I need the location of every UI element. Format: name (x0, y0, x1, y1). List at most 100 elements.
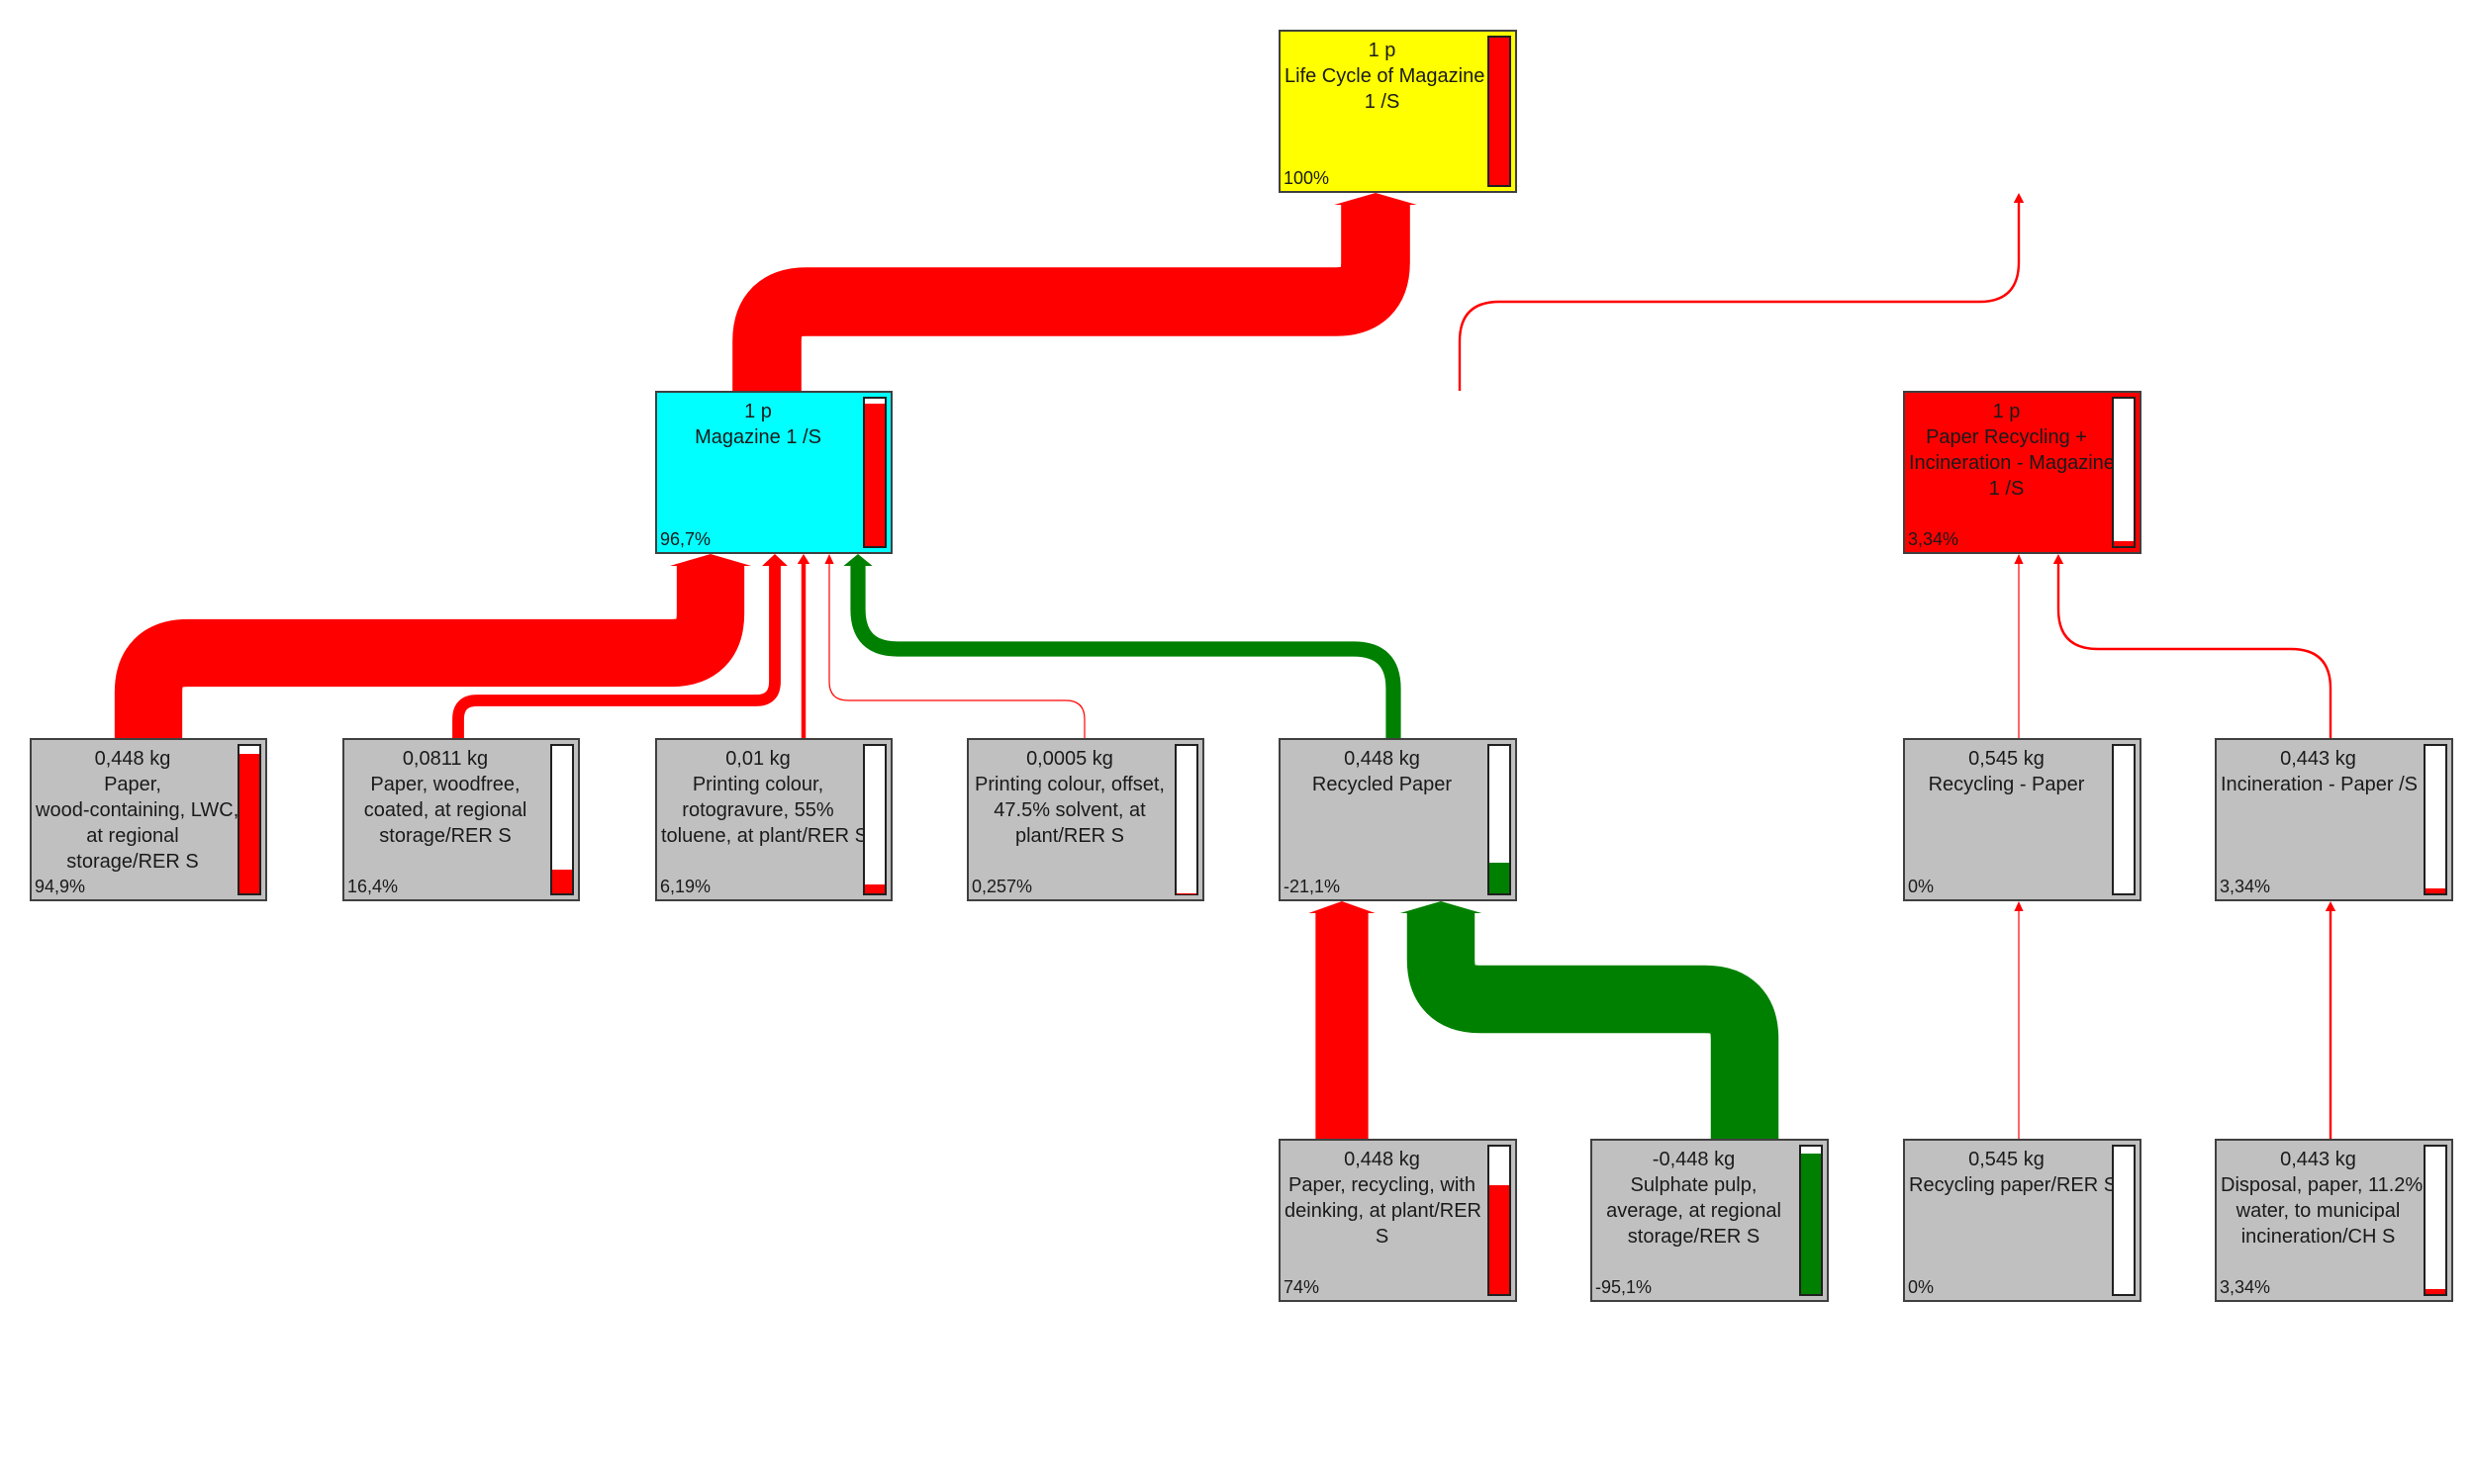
node-label: 1 p Paper Recycling + Incineration - Mag… (1909, 399, 2115, 502)
node-label-line: deinking, at plant/RER (1285, 1200, 1482, 1222)
flow-recycled-paper-to-magazine (843, 554, 1401, 738)
node-percentage: -21,1% (1284, 877, 1341, 896)
flow-arrowhead (2014, 554, 2024, 564)
flow-line (1406, 913, 1779, 1139)
node-recycling-paper[interactable]: 0,545 kg Recycling - Paper 0% (1903, 738, 2141, 901)
node-percentage: 0,257% (972, 877, 1033, 896)
flow-disposal-paper-to-incineration-paper (2325, 901, 2336, 1139)
flow-incineration-paper-to-paper-recycling-incineration (2052, 554, 2332, 738)
impact-indicator-fill (1489, 38, 1509, 185)
node-printing-colour-offset[interactable]: 0,0005 kg Printing colour, offset, 47.5%… (967, 738, 1204, 901)
impact-indicator-bar (2424, 744, 2447, 895)
impact-indicator-fill (552, 869, 572, 893)
flow-paper-recycling-incineration-to-life-cycle (1458, 193, 2025, 391)
node-label: 0,448 kg Paper, wood-containing, LWC, at… (36, 746, 238, 875)
node-label-line: Recycling paper/RER S (1909, 1174, 2118, 1196)
node-paper-lwc[interactable]: 0,448 kg Paper, wood-containing, LWC, at… (30, 738, 267, 901)
node-paper-recycling-incineration[interactable]: 1 p Paper Recycling + Incineration - Mag… (1903, 391, 2141, 554)
node-label: 0,443 kg Incineration - Paper /S (2221, 746, 2418, 797)
node-label-line: at regional (86, 825, 179, 847)
node-label-line: S (1375, 1226, 1389, 1248)
flow-arrowhead (762, 554, 788, 566)
node-label: 1 p Magazine 1 /S (661, 399, 855, 450)
node-label-line: 1 /S (1988, 478, 2025, 500)
node-label-line: 0,448 kg (1344, 1149, 1420, 1170)
node-paper-woodfree[interactable]: 0,0811 kg Paper, woodfree, coated, at re… (342, 738, 580, 901)
flow-arrowhead (1334, 193, 1417, 205)
node-label-line: plant/RER S (1014, 825, 1125, 847)
node-label: 0,448 kg Recycled Paper (1285, 746, 1479, 797)
flow-magazine-to-life-cycle (732, 193, 1417, 391)
node-label-line: incineration/CH S (2240, 1226, 2396, 1248)
flow-sulphate-pulp-to-recycled-paper (1399, 901, 1779, 1139)
impact-indicator-bar (1175, 744, 1198, 895)
node-label-line: Incineration - Magazine (1909, 452, 2115, 474)
node-sulphate-pulp[interactable]: -0,448 kg Sulphate pulp, average, at reg… (1590, 1139, 1829, 1302)
node-label-line: rotogravure, 55% (682, 799, 834, 821)
node-label: 0,545 kg Recycling paper/RER S (1909, 1147, 2118, 1198)
impact-indicator-bar (1487, 36, 1511, 187)
node-label-line: 0,545 kg (1968, 1149, 2045, 1170)
node-paper-recycling-deinking[interactable]: 0,448 kg Paper, recycling, with deinking… (1279, 1139, 1517, 1302)
impact-indicator-bar (863, 744, 887, 895)
flow-arrowhead (2014, 901, 2024, 911)
flow-arrowhead (1399, 901, 1482, 913)
impact-indicator-bar (2424, 1145, 2447, 1296)
node-label-line: average, at regional (1606, 1200, 1781, 1222)
node-label: 0,545 kg Recycling - Paper (1909, 746, 2104, 797)
node-label-line: Magazine 1 /S (695, 426, 821, 448)
impact-indicator-bar (1799, 1145, 1823, 1296)
node-life-cycle[interactable]: 1 p Life Cycle of Magazine 1 /S 100% (1279, 30, 1517, 193)
flow-line (114, 566, 745, 738)
node-label: 1 p Life Cycle of Magazine 1 /S (1285, 38, 1485, 115)
node-label-line: Printing colour, offset, (975, 774, 1165, 795)
flow-arrowhead (824, 554, 834, 564)
flow-line (452, 566, 781, 738)
node-label-line: Sulphate pulp, (1630, 1174, 1758, 1196)
impact-indicator-fill (239, 753, 259, 893)
node-label-line: storage/RER S (66, 851, 199, 873)
node-label-line: 1 /S (1364, 91, 1400, 113)
node-percentage: 96,7% (660, 529, 712, 549)
node-label-line: 1 p (744, 401, 772, 422)
flow-arrowhead (2052, 554, 2064, 564)
flow-line (732, 205, 1410, 391)
node-magazine[interactable]: 1 p Magazine 1 /S 96,7% (655, 391, 893, 554)
node-percentage: 16,4% (347, 877, 399, 896)
impact-indicator-fill (865, 883, 885, 893)
impact-indicator-bar (2112, 744, 2136, 895)
node-label-line: Incineration - Paper /S (2221, 774, 2418, 795)
node-incineration-paper[interactable]: 0,443 kg Incineration - Paper /S 3,34% (2215, 738, 2453, 901)
node-label: 0,0811 kg Paper, woodfree, coated, at re… (348, 746, 542, 849)
node-printing-colour-roto[interactable]: 0,01 kg Printing colour, rotogravure, 55… (655, 738, 893, 901)
node-label-line: 0,0811 kg (402, 748, 489, 770)
node-label-line: Paper Recycling + (1926, 426, 2087, 448)
node-label-line: Printing colour, (692, 774, 824, 795)
node-label-line: Life Cycle of Magazine (1285, 65, 1485, 87)
node-recycled-paper[interactable]: 0,448 kg Recycled Paper -21,1% (1279, 738, 1517, 901)
node-percentage: 100% (1284, 168, 1330, 188)
node-disposal-paper[interactable]: 0,443 kg Disposal, paper, 11.2% water, t… (2215, 1139, 2453, 1302)
impact-indicator-bar (2112, 1145, 2136, 1296)
flow-arrowhead (2325, 901, 2336, 911)
flow-paper-woodfree-to-magazine (452, 554, 788, 738)
node-label: 0,0005 kg Printing colour, offset, 47.5%… (973, 746, 1167, 849)
node-label-line: -0,448 kg (1652, 1149, 1736, 1170)
node-percentage: 74% (1284, 1277, 1320, 1297)
flow-arrowhead (843, 554, 873, 566)
impact-indicator-bar (550, 744, 574, 895)
node-label-line: Paper, recycling, with (1288, 1174, 1475, 1196)
impact-indicator-fill (1489, 862, 1509, 893)
impact-indicator-fill (2426, 1289, 2445, 1294)
node-label-line: 0,0005 kg (1026, 748, 1113, 770)
node-percentage: 3,34% (2220, 877, 2271, 896)
node-label-line: Paper, (104, 774, 161, 795)
node-label-line: Recycling - Paper (1928, 774, 2085, 795)
flow-arrowhead (797, 554, 810, 564)
node-label-line: Recycled Paper (1311, 774, 1453, 795)
node-recycling-paper-rer[interactable]: 0,545 kg Recycling paper/RER S 0% (1903, 1139, 2141, 1302)
node-label-line: toluene, at plant/RER S (661, 825, 869, 847)
node-label-line: 0,545 kg (1968, 748, 2045, 770)
